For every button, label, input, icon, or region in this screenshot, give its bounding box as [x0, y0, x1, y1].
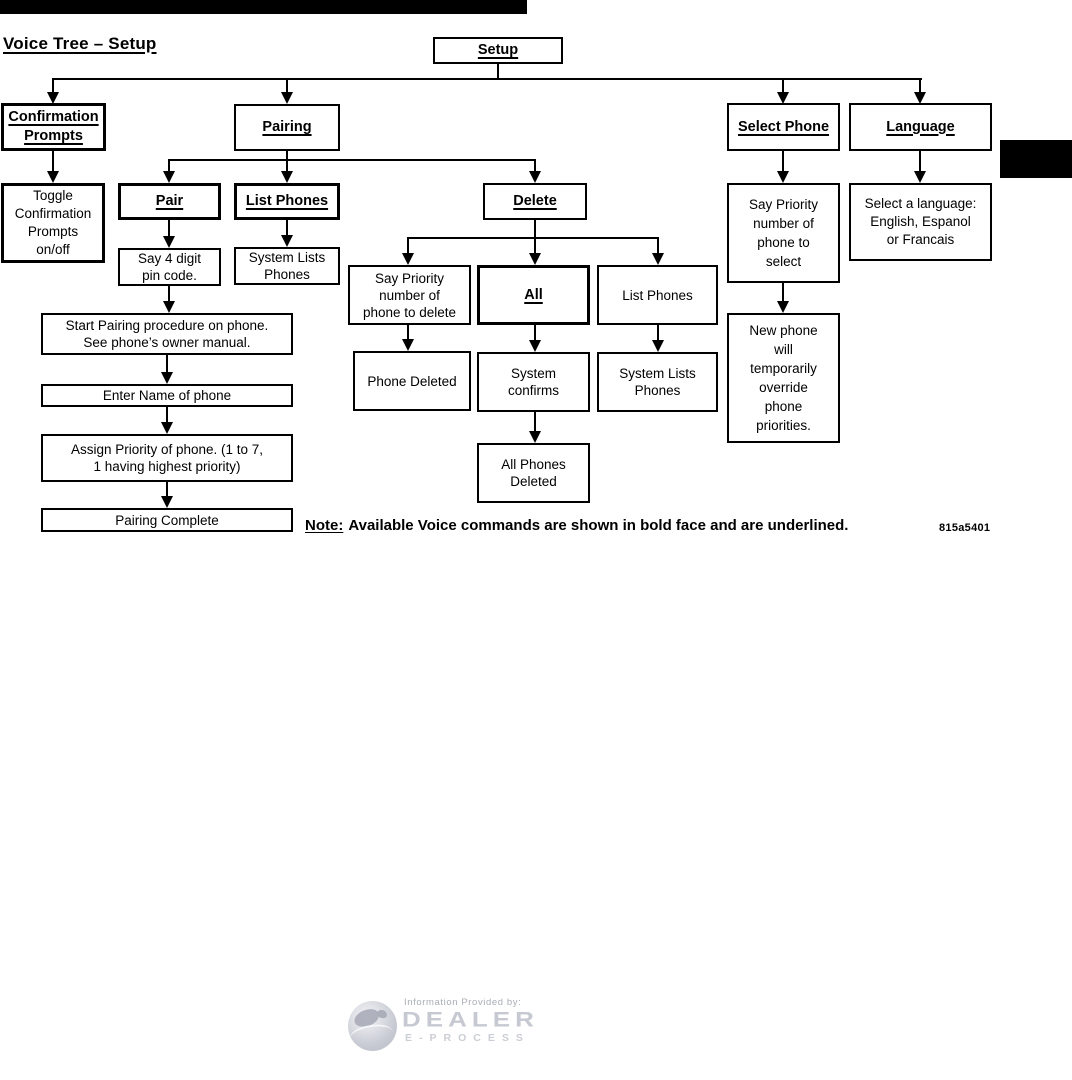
arrow-down-icon: [161, 496, 173, 508]
arrow-down-icon: [161, 422, 173, 434]
arrow-down-icon: [163, 171, 175, 183]
node-say-4-digit: Say 4 digit pin code.: [118, 248, 221, 286]
node-confirmation-prompts: Confirmation Prompts: [1, 103, 106, 151]
arrow-down-icon: [281, 92, 293, 104]
connector-drop-delete: [534, 159, 536, 172]
connector-delete-stub: [534, 219, 536, 238]
arrow-down-icon: [652, 340, 664, 352]
node-toggle-confirmation: Toggle Confirmation Prompts on/off: [1, 183, 105, 263]
logo-brand-text: DEALER: [402, 1007, 539, 1032]
page-title: Voice Tree – Setup: [3, 34, 157, 53]
node-list-phones: List Phones: [234, 183, 340, 220]
node-assign-priority: Assign Priority of phone. (1 to 7, 1 hav…: [41, 434, 293, 482]
connector-branch-main: [52, 78, 922, 80]
connector-start-enter: [166, 354, 168, 372]
node-setup: Setup: [433, 37, 563, 64]
connector-listphones-system: [286, 219, 288, 235]
connector-drop-saypriority: [407, 237, 409, 253]
node-say-priority-select: Say Priority number of phone to select: [727, 183, 840, 283]
arrow-down-icon: [529, 340, 541, 352]
connector-all-confirms: [534, 324, 536, 340]
connector-drop-confirmation: [52, 78, 54, 93]
arrow-down-icon: [281, 235, 293, 247]
node-system-lists-phones-2: System Lists Phones: [597, 352, 718, 412]
note-text: Available Voice commands are shown in bo…: [348, 517, 849, 534]
connector-language-select: [919, 150, 921, 171]
connector-drop-listphones2: [657, 237, 659, 253]
node-select-phone: Select Phone: [727, 103, 840, 151]
page-edge-tab: [1000, 140, 1072, 178]
node-new-phone-override: New phone will temporarily override phon…: [727, 313, 840, 443]
arrow-down-icon: [914, 171, 926, 183]
node-phone-deleted: Phone Deleted: [353, 351, 471, 411]
connector-drop-all: [534, 237, 536, 253]
arrow-down-icon: [529, 431, 541, 443]
arrow-down-icon: [777, 301, 789, 313]
connector-list-systemlists: [657, 324, 659, 340]
arrow-down-icon: [163, 301, 175, 313]
connector-branch-pairing: [169, 159, 536, 161]
connector-say-phonedeleted: [407, 324, 409, 339]
connector-say4-start: [168, 285, 170, 301]
node-pairing: Pairing: [234, 104, 340, 151]
node-all: All: [477, 265, 590, 325]
node-enter-name: Enter Name of phone: [41, 384, 293, 407]
arrow-down-icon: [529, 171, 541, 183]
connector-pair-say4: [168, 219, 170, 236]
connector-drop-select-phone: [782, 78, 784, 93]
arrow-down-icon: [161, 372, 173, 384]
arrow-down-icon: [777, 171, 789, 183]
node-system-confirms: System confirms: [477, 352, 590, 412]
node-list-phones-delete: List Phones: [597, 265, 718, 325]
top-black-bar: [0, 0, 527, 14]
connector-drop-pairing: [286, 78, 288, 93]
arrow-down-icon: [47, 171, 59, 183]
connector-drop-language: [919, 78, 921, 93]
arrow-down-icon: [402, 339, 414, 351]
node-language: Language: [849, 103, 992, 151]
arrow-down-icon: [281, 171, 293, 183]
connector-confirms-alldeleted: [534, 411, 536, 431]
arrow-down-icon: [402, 253, 414, 265]
node-select-language: Select a language: English, Espanol or F…: [849, 183, 992, 261]
arrow-down-icon: [163, 236, 175, 248]
connector-selectphone-say: [782, 150, 784, 171]
node-say-priority-delete: Say Priority number of phone to delete: [348, 265, 471, 325]
globe-landmass: [376, 1009, 388, 1019]
connector-assign-complete: [166, 481, 168, 496]
arrow-down-icon: [914, 92, 926, 104]
connector-enter-assign: [166, 406, 168, 422]
connector-setup-stub: [497, 63, 499, 79]
arrow-down-icon: [529, 253, 541, 265]
logo-brand-subtext: E-PROCESS: [405, 1032, 530, 1044]
connector-pairing-stub: [286, 150, 288, 161]
globe-icon: [348, 1001, 397, 1051]
connector-drop-pair: [168, 159, 170, 172]
arrow-down-icon: [47, 92, 59, 104]
connector-say-newphone: [782, 282, 784, 301]
node-pair: Pair: [118, 183, 221, 220]
connector-branch-delete: [408, 237, 659, 239]
arrow-down-icon: [652, 253, 664, 265]
arrow-down-icon: [777, 92, 789, 104]
note-label: Note:: [305, 517, 344, 534]
connector-confirmation-toggle: [52, 150, 54, 171]
figure-code: 815a5401: [939, 522, 991, 534]
node-start-pairing: Start Pairing procedure on phone. See ph…: [41, 313, 293, 355]
node-all-phones-deleted: All Phones Deleted: [477, 443, 590, 503]
node-delete: Delete: [483, 183, 587, 220]
note-line: Note:Available Voice commands are shown …: [305, 517, 848, 534]
connector-drop-list-phones: [286, 159, 288, 172]
logo-provided-by: Information Provided by:: [404, 997, 522, 1008]
node-pairing-complete: Pairing Complete: [41, 508, 293, 532]
node-system-lists-phones-1: System Lists Phones: [234, 247, 340, 285]
